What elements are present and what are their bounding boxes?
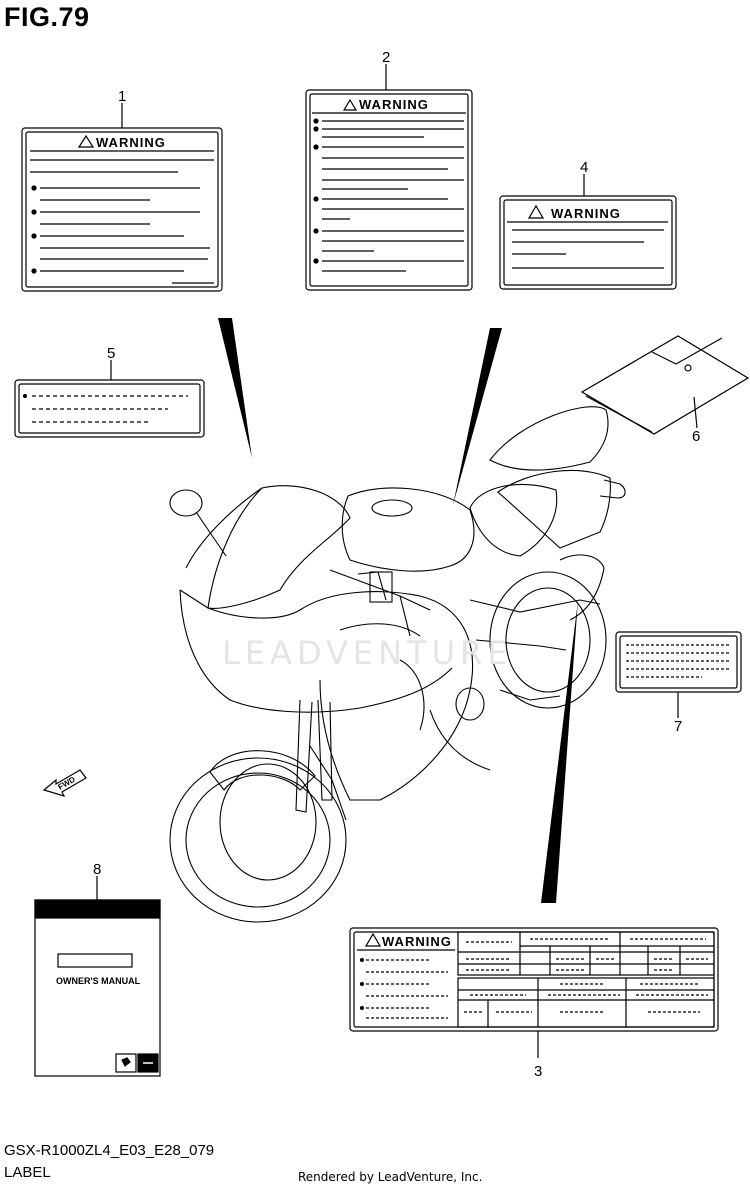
figure-title: FIG.79 bbox=[4, 2, 90, 32]
warning-triangle-icon bbox=[364, 932, 382, 947]
warning-label-3[interactable]: WARNING bbox=[349, 927, 719, 1032]
callout-3[interactable]: 3 bbox=[534, 1063, 542, 1080]
warning-label-1[interactable]: WARNING bbox=[21, 127, 223, 292]
callout-numbers: 1 2 3 4 5 6 7 8 bbox=[93, 49, 700, 1080]
callout-5[interactable]: 5 bbox=[107, 345, 115, 362]
diagram-code: GSX-R1000ZL4_E03_E28_079 bbox=[4, 1142, 215, 1159]
warning-label-2[interactable]: WARNING bbox=[305, 89, 473, 291]
credit-text: Rendered by LeadVenture, Inc. bbox=[298, 1170, 483, 1184]
label-7[interactable] bbox=[615, 631, 742, 693]
warning-triangle-icon bbox=[77, 134, 95, 148]
diagram-label: LABEL bbox=[4, 1164, 51, 1181]
owners-manual-booklet[interactable]: OWNER'S MANUAL bbox=[34, 899, 161, 1077]
warning-label-3-title: WARNING bbox=[382, 934, 452, 949]
motorcycle-illustration bbox=[169, 406, 626, 923]
fwd-arrow-icon: FWD bbox=[42, 769, 87, 797]
callout-1[interactable]: 1 bbox=[118, 88, 126, 105]
warning-label-4[interactable]: WARNING bbox=[499, 195, 677, 290]
label-5[interactable] bbox=[14, 379, 205, 438]
warning-label-4-title: WARNING bbox=[551, 206, 621, 221]
leader-wedge-3 bbox=[541, 600, 578, 903]
warning-triangle-icon bbox=[527, 204, 545, 219]
callout-2[interactable]: 2 bbox=[382, 49, 390, 66]
callout-7[interactable]: 7 bbox=[674, 718, 682, 735]
warning-label-2-title: WARNING bbox=[359, 97, 429, 112]
watermark-text: LEADVENTURE bbox=[222, 634, 512, 672]
leader-wedge-2 bbox=[453, 328, 502, 505]
warning-label-1-title: WARNING bbox=[96, 135, 166, 150]
callout-8[interactable]: 8 bbox=[93, 861, 101, 878]
owners-manual-title: OWNER'S MANUAL bbox=[56, 976, 141, 986]
callout-4[interactable]: 4 bbox=[580, 159, 588, 176]
label-6-sheet[interactable] bbox=[580, 335, 750, 435]
suzuki-logo-icon bbox=[115, 1053, 137, 1073]
callout-line-6 bbox=[693, 396, 698, 429]
leader-wedge-1 bbox=[218, 318, 252, 458]
callout-6[interactable]: 6 bbox=[692, 428, 700, 445]
warning-triangle-icon bbox=[342, 98, 358, 111]
